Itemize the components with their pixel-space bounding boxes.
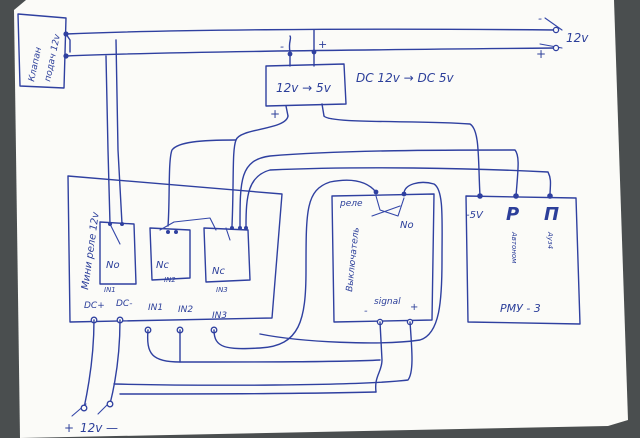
converter-block	[265, 29, 347, 117]
rmu-terminal-minus5v[interactable]	[477, 193, 483, 199]
converter-in-plus-terminal	[311, 49, 317, 55]
power-bottom-minus-label: —	[106, 421, 118, 435]
relay-channel-1: No IN1	[99, 221, 137, 294]
power-top-minus-label: -	[538, 12, 542, 25]
power-top-voltage-label: 12v	[566, 31, 589, 45]
svg-text:Ауз4: Ауз4	[546, 231, 554, 249]
converter-box-label: 12v → 5v	[276, 81, 332, 95]
relay-channel-3-input: IN3	[216, 286, 228, 294]
top-bus-wires	[65, 17, 563, 57]
power-bottom-minus-terminal[interactable]	[106, 400, 114, 408]
power-bottom-plus-terminal[interactable]	[80, 404, 88, 412]
sensor-minus-label: -	[364, 306, 368, 317]
relay-power-wires	[105, 39, 552, 227]
rmu-name: РМУ - 3	[500, 302, 541, 315]
relay-channel-3-contact: Nc	[212, 266, 225, 277]
sensor-contact-label: No	[400, 220, 414, 231]
relay-channel-3: Nc IN3	[203, 226, 251, 294]
relay-pin-in3: IN3	[212, 311, 227, 321]
power-top-plus-label: +	[536, 47, 546, 61]
relay-pin-dc-plus: DC+	[84, 301, 105, 311]
power-top-plus-terminal[interactable]	[552, 44, 560, 52]
power-bottom-voltage-label: 12v	[80, 421, 103, 435]
rmu-terminal-minus5v-label: -5V	[466, 210, 484, 221]
rmu-block: -5V Р П Автоном Ауз4 РМУ - 3	[465, 195, 581, 325]
converter-title: DC 12v → DC 5v	[356, 71, 455, 85]
rmu-terminal-pi[interactable]	[547, 193, 553, 199]
paper-sheet	[14, 0, 628, 438]
relay-channel-2-input: IN2	[164, 276, 176, 284]
signal-wires	[71, 179, 443, 417]
rmu-terminal-pi-sub: Ауз4	[546, 231, 554, 249]
relay-pin-in1: IN1	[148, 303, 163, 313]
relay-pin-in2: IN2	[178, 305, 193, 315]
relay-channel-2: Nc IN2	[149, 217, 217, 284]
sensor-plus-label: +	[410, 302, 418, 313]
relay-channel-2-contact: Nc	[156, 260, 169, 271]
rmu-terminal-pi-label: П	[544, 204, 559, 225]
rmu-terminal-p-label: Р	[506, 204, 519, 225]
relay-channel-1-contact: No	[106, 260, 120, 271]
power-top-minus-terminal[interactable]	[552, 26, 560, 34]
power-bottom-plus-label: +	[64, 421, 74, 435]
svg-text:Автоном: Автоном	[510, 231, 518, 264]
rmu-terminal-p-sub: Автоном	[510, 231, 518, 264]
converter-in-minus-terminal	[287, 51, 293, 57]
relay-channel-1-input: IN1	[104, 286, 116, 294]
sensor-signal-label: signal	[374, 297, 401, 307]
converter-in-plus-label: +	[318, 38, 327, 51]
converter-in-minus-label: -	[280, 40, 284, 53]
sensor-relay-label: реле	[339, 199, 363, 209]
relay-pin-dc-minus: DC-	[116, 299, 132, 309]
converter-out-plus-label: +	[270, 107, 280, 121]
rmu-terminal-p[interactable]	[513, 193, 519, 199]
